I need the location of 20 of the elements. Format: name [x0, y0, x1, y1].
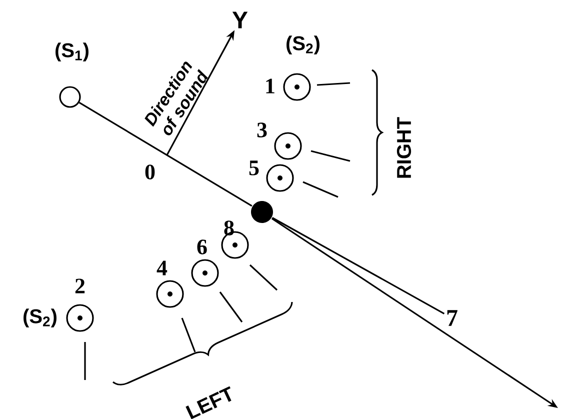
source-number: 1 [266, 78, 274, 94]
source-symbol [274, 132, 302, 160]
source-number: 5 [249, 160, 259, 176]
source-symbol [283, 73, 311, 101]
source-symbol [66, 304, 94, 332]
point-label: 7 [447, 310, 458, 326]
point-label: 0 [145, 164, 155, 180]
side-label: RIGHT [396, 117, 412, 178]
source-symbol [191, 259, 219, 287]
source-label: (S$_{2}$) [286, 36, 320, 54]
node-label: (S$_{1}$) [56, 42, 88, 62]
source-number: 6 [197, 240, 207, 254]
side-label: LEFT [186, 386, 232, 419]
source-symbol [266, 164, 294, 192]
source-number: 2 [75, 278, 85, 294]
source-number: 3 [257, 122, 267, 138]
source-number: 4 [156, 260, 168, 276]
source-symbol [156, 280, 184, 308]
listener-dot [251, 201, 273, 223]
point-label: Y [232, 12, 248, 28]
